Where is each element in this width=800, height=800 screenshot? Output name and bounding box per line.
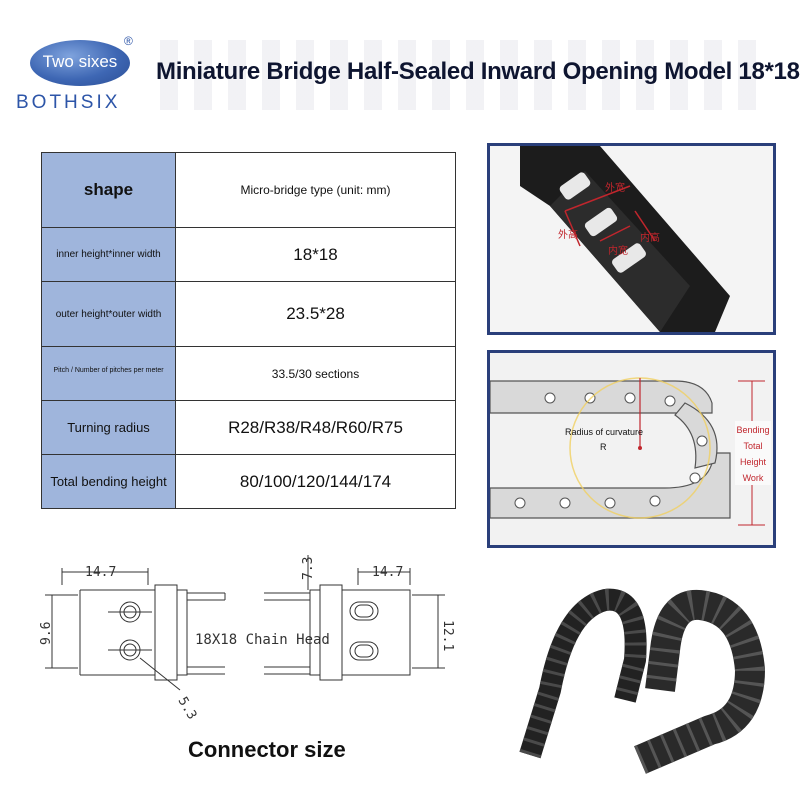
spec-key-pitch: Pitch / Number of pitches per meter — [41, 346, 176, 401]
bending-label-4: Work — [743, 473, 764, 483]
spec-key-radius: Turning radius — [41, 400, 176, 455]
spec-key-shape: shape — [41, 152, 176, 228]
chain-head-label: 18X18 Chain Head — [195, 632, 330, 648]
page-title: Miniature Bridge Half-Sealed Inward Open… — [156, 58, 800, 85]
label-inner-height: 内高 — [640, 231, 660, 244]
table-row: outer height*outer width 23.5*28 — [41, 281, 456, 347]
bending-radius-photo: Radius of curvature R Bending Total Heig… — [487, 350, 776, 548]
spec-value-outer: 23.5*28 — [175, 281, 456, 347]
header-watermark — [160, 40, 760, 110]
bending-label-2: Total — [743, 441, 762, 451]
bending-label-1: Bending — [736, 425, 769, 435]
dim-12-1: 12.1 — [440, 620, 455, 651]
registered-mark: ® — [124, 34, 133, 48]
spec-value-bending: 80/100/120/144/174 — [175, 454, 456, 509]
radius-label: Radius of curvature — [565, 427, 643, 437]
radius-symbol: R — [600, 442, 607, 452]
chain-closeup-illustration: 外宽 外高 内高 内宽 — [490, 146, 773, 332]
spec-key-bending: Total bending height — [41, 454, 176, 509]
table-row: Pitch / Number of pitches per meter 33.5… — [41, 346, 456, 401]
label-inner-width: 内宽 — [608, 244, 628, 257]
table-row: Turning radius R28/R38/R48/R60/R75 — [41, 400, 456, 455]
spec-table: shape Micro-bridge type (unit: mm) inner… — [41, 152, 456, 509]
spec-value-pitch: 33.5/30 sections — [175, 346, 456, 401]
chain-closeup-photo: 外宽 外高 内高 内宽 — [487, 143, 776, 335]
spec-key-outer: outer height*outer width — [41, 281, 176, 347]
dim-7-3: 7.3 — [301, 557, 316, 580]
dim-5-3: 5.3 — [175, 695, 200, 721]
table-row: inner height*inner width 18*18 — [41, 227, 456, 282]
connector-caption: Connector size — [188, 737, 346, 762]
label-outer-width: 外宽 — [605, 181, 625, 194]
table-row: shape Micro-bridge type (unit: mm) — [41, 152, 456, 228]
logo-text: Two sixes — [42, 52, 118, 71]
brand-name: BOTHSIX — [16, 92, 121, 113]
dim-9-6: 9.6 — [40, 622, 54, 645]
spec-value-shape: Micro-bridge type (unit: mm) — [175, 152, 456, 228]
connector-drawing: 14.7 9.6 5.3 7.3 14.7 12.1 18X18 Chain H… — [40, 555, 455, 721]
brand-logo — [30, 40, 130, 86]
spec-key-inner: inner height*inner width — [41, 227, 176, 282]
label-outer-height: 外高 — [558, 228, 578, 241]
spec-value-radius: R28/R38/R48/R60/R75 — [175, 400, 456, 455]
dim-14-7-right: 14.7 — [372, 565, 403, 580]
bending-diagram: Radius of curvature R Bending Total Heig… — [490, 353, 773, 545]
dim-14-7-left: 14.7 — [85, 565, 116, 580]
bending-label-3: Height — [740, 457, 767, 467]
table-row: Total bending height 80/100/120/144/174 — [41, 454, 456, 509]
chain-product-photo — [510, 580, 790, 790]
spec-value-inner: 18*18 — [175, 227, 456, 282]
